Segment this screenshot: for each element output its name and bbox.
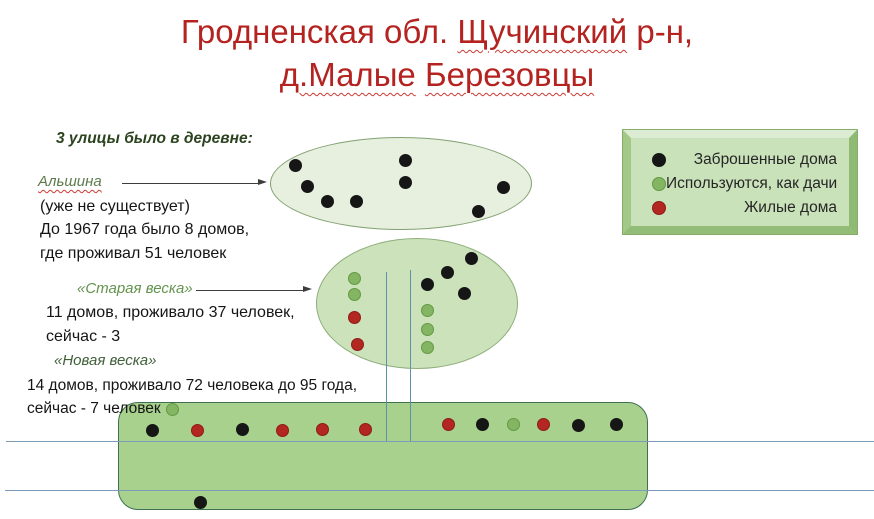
- street-block-staraya-veska: «Старая веска» 11 домов, проживало 37 че…: [46, 280, 295, 349]
- title-village-part1-underlined: д.Малые: [279, 56, 416, 93]
- house-dot-black: [320, 194, 334, 208]
- legend-label: Жилые дома: [743, 199, 837, 216]
- legend-label: Заброшенные дома: [693, 151, 837, 168]
- street-detail-line: (уже не существует): [40, 198, 190, 215]
- black-dot-icon: [652, 153, 666, 167]
- staraya-veska-area-ellipse: [316, 238, 518, 369]
- road-horizontal-top-line: [6, 441, 874, 442]
- title-village-part2-underlined: Березовцы: [424, 56, 595, 93]
- intro-text: 3 улицы было в деревне:: [56, 130, 253, 147]
- house-dot-black: [235, 422, 249, 436]
- house-dot-black: [349, 194, 363, 208]
- house-dot-green: [347, 271, 361, 285]
- street-details-alshina: (уже не существует) До 1967 года было 8 …: [40, 195, 249, 265]
- house-dot-green: [420, 322, 434, 336]
- house-dot-green: [165, 402, 179, 416]
- street-detail-line: 14 домов, проживало 72 человека до 95 го…: [27, 377, 358, 394]
- street-block-novaya-veska: «Новая веска» 14 домов, проживало 72 чел…: [27, 352, 357, 420]
- house-dot-black: [300, 179, 314, 193]
- house-dot-black: [398, 175, 412, 189]
- legend-item-residential: Жилые дома: [643, 196, 837, 220]
- street-detail-line: До 1967 года было 8 домов,: [40, 221, 250, 239]
- house-dot-black: [471, 204, 485, 218]
- house-dot-red: [275, 423, 289, 437]
- road-vertical-right-line: [410, 270, 411, 441]
- title-region: Гродненская обл.: [180, 13, 449, 50]
- title-line-2: д.Малые Березовцы: [0, 53, 874, 96]
- legend-label: Используются, как дачи: [666, 175, 838, 192]
- title-district-suffix: р-н,: [636, 13, 694, 50]
- house-dot-black: [145, 423, 159, 437]
- house-dot-green: [420, 303, 434, 317]
- red-dot-icon: [652, 201, 666, 215]
- page-title: Гродненская обл. Щучинский р-н, д.Малые …: [0, 10, 874, 96]
- house-dot-red: [190, 423, 204, 437]
- house-dot-black: [193, 495, 207, 509]
- street-details-novaya-veska: 14 домов, проживало 72 человека до 95 го…: [27, 374, 357, 420]
- house-dot-black: [609, 417, 623, 431]
- house-dot-red: [315, 422, 329, 436]
- house-dot-red: [536, 417, 550, 431]
- house-dot-black: [288, 158, 302, 172]
- house-dot-black: [457, 286, 471, 300]
- legend-box: Заброшенные дома Используются, как дачи …: [622, 129, 858, 235]
- street-block-alshina: Альшина (уже не существует) До 1967 года…: [38, 173, 249, 265]
- road-horizontal-bottom-line: [5, 490, 874, 491]
- street-details-staraya-veska: 11 домов, проживало 37 человек, сейчас -…: [46, 301, 295, 349]
- street-detail-line: сейчас - 3: [46, 328, 121, 345]
- street-name-alshina: Альшина: [38, 173, 102, 190]
- road-vertical-left-line: [386, 272, 387, 441]
- title-line-1: Гродненская обл. Щучинский р-н,: [0, 10, 874, 53]
- house-dot-black: [571, 418, 585, 432]
- legend-item-abandoned: Заброшенные дома: [643, 148, 837, 172]
- street-detail-line: 11 домов, проживало 37 человек,: [46, 304, 295, 321]
- street-name-novaya-veska: «Новая веска»: [54, 352, 157, 369]
- street-detail-line: сейчас - 7 человек: [27, 400, 161, 417]
- street-detail-line: где проживал 51 человек: [40, 244, 227, 262]
- house-dot-red: [350, 337, 364, 351]
- legend-item-dacha: Используются, как дачи: [643, 172, 837, 196]
- house-dot-green: [347, 287, 361, 301]
- title-district-underlined: Щучинский: [457, 13, 628, 50]
- green-dot-icon: [652, 177, 666, 191]
- alshina-arrow-icon: [122, 179, 267, 186]
- house-dot-black: [464, 251, 478, 265]
- house-dot-green: [506, 417, 520, 431]
- house-dot-black: [420, 277, 434, 291]
- house-dot-black: [475, 417, 489, 431]
- staraya-veska-arrow-icon: [196, 286, 312, 293]
- street-name-staraya-veska: «Старая веска»: [77, 280, 193, 297]
- house-dot-green: [420, 340, 434, 354]
- house-dot-red: [347, 310, 361, 324]
- novaya-veska-area-rect: [118, 402, 648, 510]
- house-dot-black: [398, 153, 412, 167]
- house-dot-black: [440, 265, 454, 279]
- house-dot-black: [496, 180, 510, 194]
- house-dot-red: [358, 422, 372, 436]
- house-dot-red: [441, 417, 455, 431]
